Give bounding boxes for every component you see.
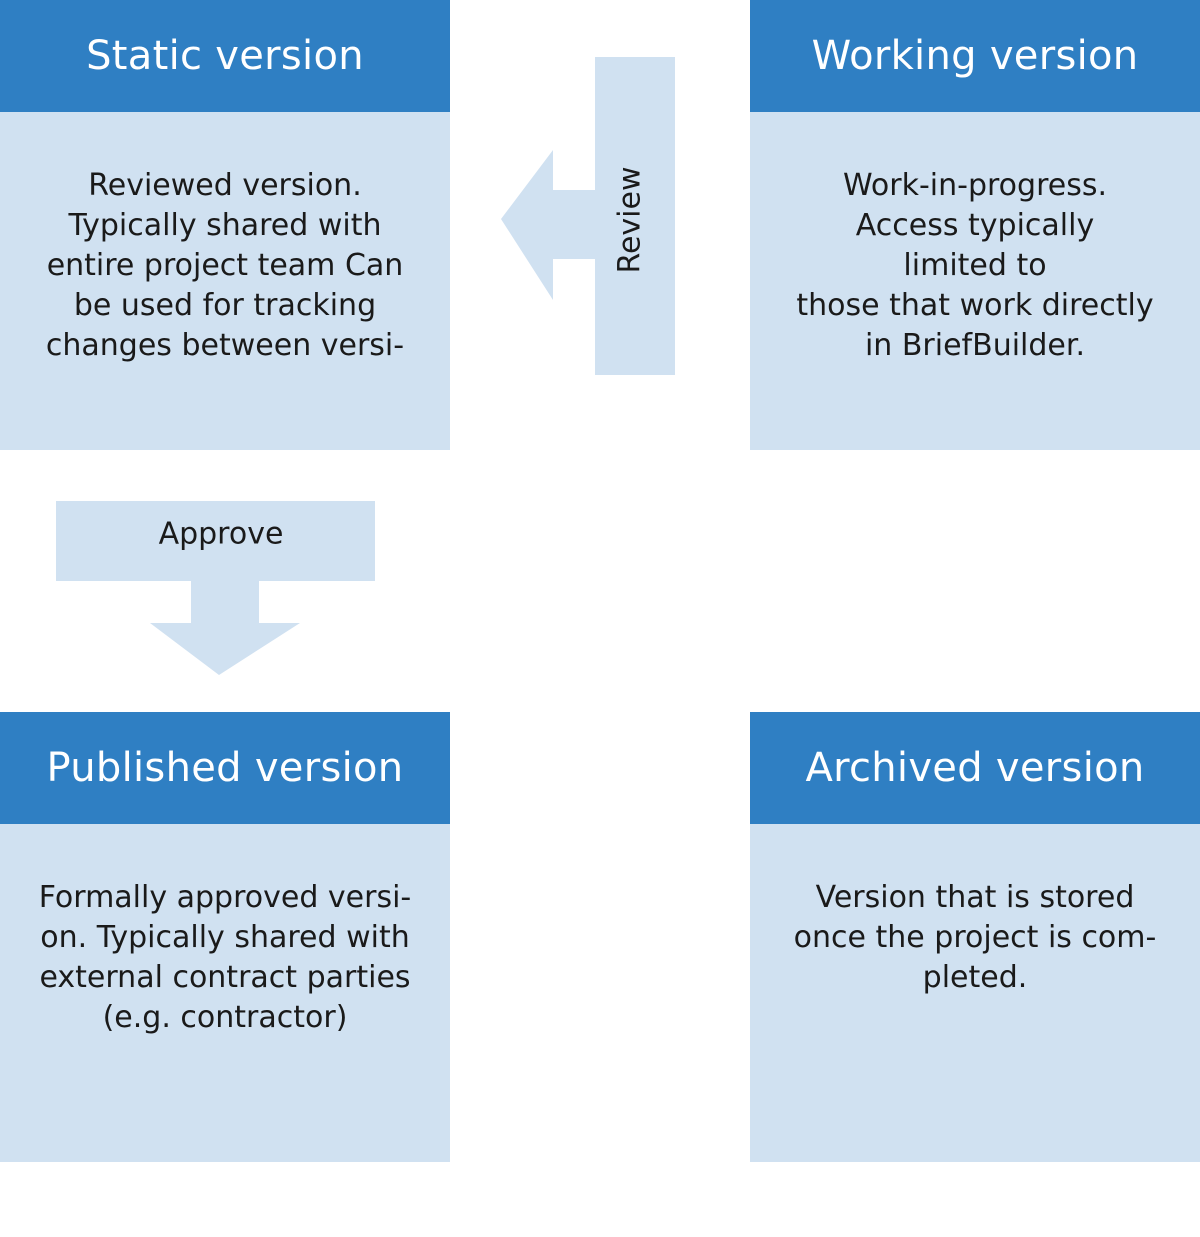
static-version-title: Static version (0, 0, 450, 112)
published-version-title: Published version (0, 712, 450, 824)
static-version-description: Reviewed version. Typically shared with … (45, 168, 405, 363)
working-version-title: Working version (750, 0, 1200, 112)
archived-version-description: Version that is stored once the project … (793, 880, 1157, 995)
approve-arrow-label: Approve (158, 516, 284, 552)
archived-version-card: Archived version Version that is stored … (750, 712, 1200, 1162)
working-version-card: Working version Work-in-progress. Access… (750, 0, 1200, 450)
working-version-description: Work-in-progress. Access typically limit… (796, 168, 1154, 363)
static-version-card: Static version Reviewed version. Typical… (0, 0, 450, 450)
published-version-card: Published version Formally approved vers… (0, 712, 450, 1162)
published-version-description: Formally approved versi- on. Typically s… (38, 880, 412, 1035)
archived-version-title: Archived version (750, 712, 1200, 824)
review-arrow-label: Review (612, 166, 648, 274)
review-arrow-shape (501, 57, 675, 375)
approve-arrow-shape (56, 501, 375, 675)
